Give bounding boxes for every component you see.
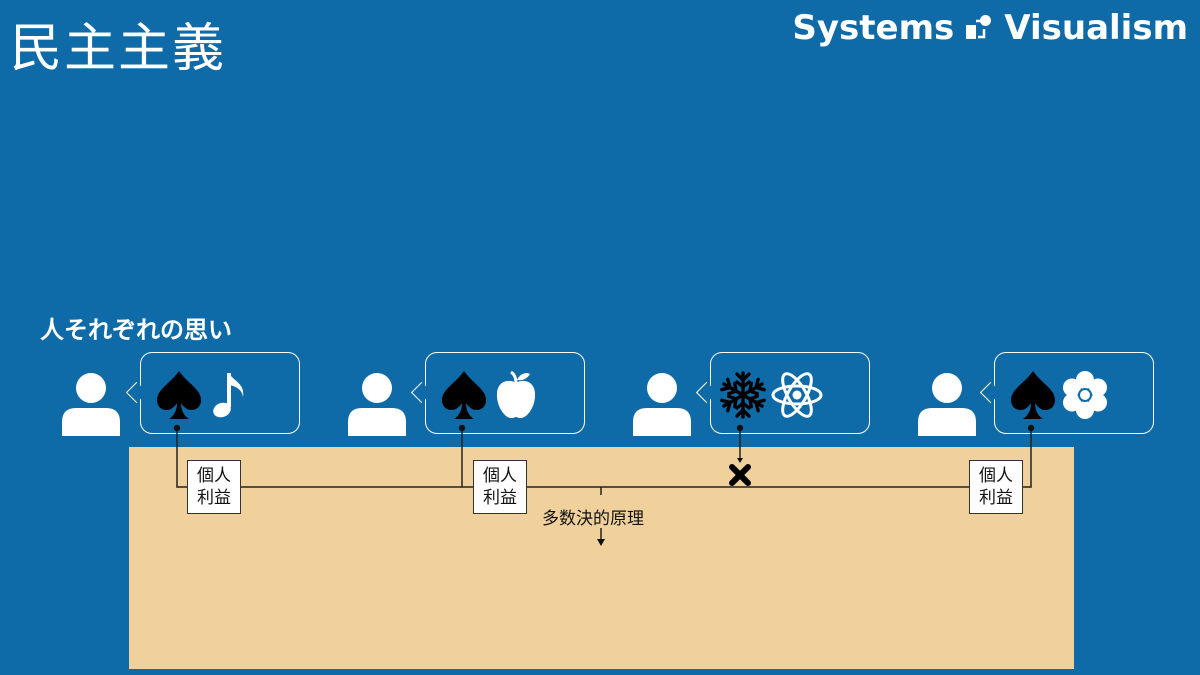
person-icon	[348, 373, 406, 436]
bubble-tail	[979, 381, 1002, 404]
brand-visualism-text: Visualism	[1004, 8, 1188, 48]
brand-logo-group: Systems Visualism	[792, 8, 1188, 48]
spade-icon	[1011, 371, 1055, 419]
slide-title: 民主主義	[10, 19, 227, 79]
systems-logo-icon	[966, 15, 992, 39]
flower-icon	[1063, 371, 1107, 419]
bubble-tail	[125, 381, 148, 404]
spade-icon	[442, 371, 486, 419]
apple-icon	[496, 370, 536, 419]
person-icon	[62, 373, 120, 436]
person-icon	[918, 373, 976, 436]
thought-bubble	[979, 352, 1154, 434]
label-line: 利益	[979, 488, 1013, 508]
individual-interest-box: 個人 利益	[473, 460, 527, 514]
thought-bubble	[410, 352, 585, 434]
bubble-tail	[410, 381, 433, 404]
label-line: 個人	[197, 466, 231, 486]
thought-bubble	[695, 352, 870, 434]
label-line: 個人	[979, 466, 1013, 486]
label-line: 個人	[483, 466, 517, 486]
atom-icon	[771, 372, 823, 418]
snowflake-icon	[720, 371, 766, 419]
label-line: 利益	[197, 488, 231, 508]
thought-bubble	[125, 352, 300, 434]
bubble-tail	[695, 381, 718, 404]
subtitle: 人それぞれの思い	[40, 316, 232, 344]
individual-interest-box: 個人 利益	[187, 460, 241, 514]
spade-icon	[157, 371, 201, 419]
label-line: 利益	[483, 488, 517, 508]
majority-rule-label: 多数決的原理	[542, 509, 644, 529]
brand-systems-text: Systems	[792, 8, 955, 48]
decision-board	[129, 447, 1074, 669]
individual-interest-box: 個人 利益	[969, 460, 1023, 514]
music-note-icon	[213, 373, 244, 418]
person-icon	[633, 373, 691, 436]
